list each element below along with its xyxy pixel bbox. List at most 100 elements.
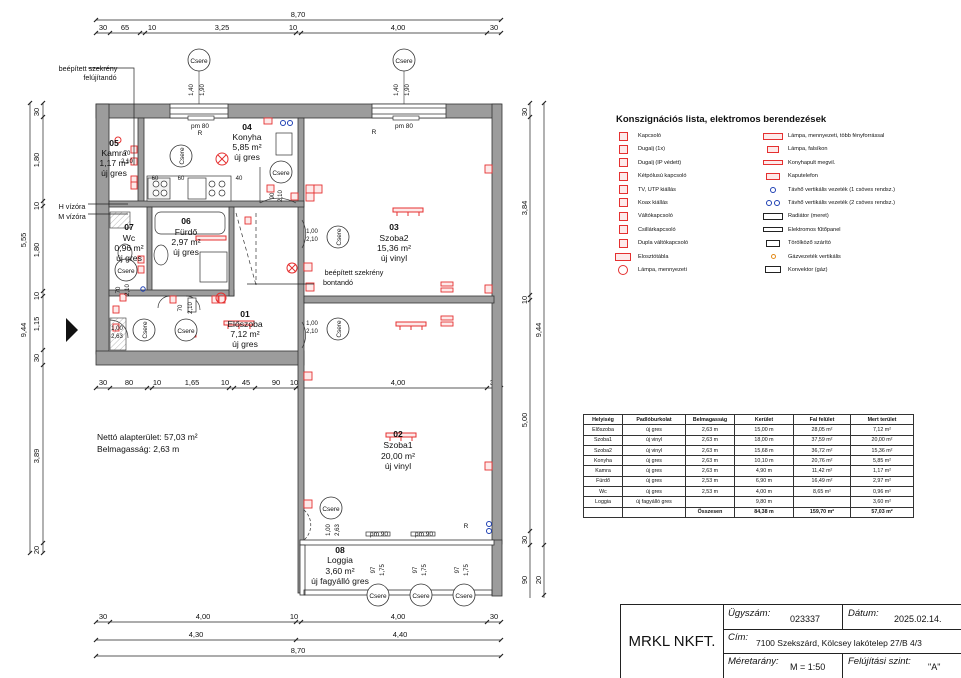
legend-label: Dugalj (1x): [638, 146, 666, 153]
legend-label: Lámpa, mennyezeti, több fényforrással: [788, 133, 885, 139]
table-cell: új gres: [622, 424, 686, 436]
csere-label: Csere: [455, 593, 473, 600]
table-cell: 7,12 m²: [850, 424, 914, 436]
table-cell: új fagyálló gres: [622, 496, 686, 508]
dim-mid-seg: 80: [125, 378, 133, 387]
multi-lamp-icon: [762, 132, 784, 141]
legend-item: Lámpa, falsíkon: [762, 144, 912, 154]
convector-icon: [762, 265, 784, 274]
table-cell: Szoba1: [583, 434, 623, 446]
dim-bottom-seg: 4,00: [391, 612, 406, 621]
col-header: Mert terület: [850, 413, 914, 426]
switch-icon: [612, 131, 634, 141]
dim-top-seg: 30: [99, 23, 107, 32]
table-cell: 2,63 m: [685, 434, 735, 446]
table-cell: 2,53 m: [685, 486, 735, 498]
legend-item: Elosztótábla: [612, 252, 762, 262]
table-cell: új gres: [622, 486, 686, 498]
renovation-level-value: "A": [928, 662, 941, 672]
room-floor: új gres: [173, 247, 199, 257]
legend-item: Lámpa, mennyezeti: [612, 264, 762, 275]
svg-text:2,10: 2,10: [278, 190, 284, 202]
dim-top-total: 8,70: [291, 10, 306, 19]
dim-left-seg: 1,80: [32, 153, 41, 168]
dim-bottom-total: 8,70: [291, 646, 306, 655]
dim-top-seg: 10: [289, 23, 297, 32]
dim-left-total: 9,44: [19, 323, 28, 338]
col-header: Kerület: [734, 413, 794, 426]
legend-label: Kapcsoló: [638, 133, 662, 139]
dim-right-seg: 90: [520, 576, 529, 584]
csere-marker: Csere: [319, 496, 343, 520]
lamp-bars: [195, 207, 427, 441]
csere-label: Csere: [336, 228, 343, 246]
legend-label: Lámpa, falsíkon: [788, 146, 828, 153]
dim-bottom-seg: 30: [99, 612, 107, 621]
table-cell: 18,00 m: [734, 434, 794, 446]
fixtures: [117, 132, 293, 313]
gas-pipe-icon: [762, 252, 784, 261]
room-number: 07: [124, 222, 134, 232]
table-cell: 57,03 m²: [850, 506, 914, 518]
table-cell: Wc: [583, 486, 623, 498]
svg-text:97: 97: [413, 566, 419, 573]
room-name: Fürdő: [175, 227, 198, 237]
csere-marker: Csere: [114, 258, 138, 282]
csere-label: Csere: [179, 147, 186, 165]
table-cell: Loggia: [583, 496, 623, 508]
room-floor: új vinyl: [385, 461, 411, 471]
leader-lines: [88, 67, 314, 285]
dim-bottom-total-1: 4,30: [189, 630, 204, 639]
svg-text:60: 60: [178, 176, 185, 182]
legend-label: Elektromos fűtőpanel: [788, 226, 841, 233]
csere-label: Csere: [190, 58, 208, 65]
legend-item: Dupla váltókapcsoló: [612, 238, 762, 248]
table-cell: új gres: [622, 465, 686, 477]
dim-top-seg: 65: [121, 23, 129, 32]
csere-marker: Csere: [326, 225, 350, 249]
room-number: 06: [181, 216, 191, 226]
case-label: Ügyszám:: [728, 608, 771, 619]
table-cell: [793, 496, 851, 508]
table-total-row: Összesen 84,38 m 159,70 m² 57,03 m²: [583, 506, 914, 518]
room-number: 01: [240, 309, 250, 319]
svg-text:97: 97: [455, 566, 461, 573]
m-vizora: M vízóra: [58, 212, 86, 221]
coax-icon: [612, 198, 634, 208]
table-cell: 84,38 m: [734, 506, 794, 518]
tv-utp-icon: [612, 185, 634, 195]
table-cell: 9,80 m: [734, 496, 794, 508]
dim-left-seg: 30: [32, 354, 41, 362]
table-cell: 6,90 m: [734, 475, 794, 488]
room-area: 5,85 m²: [232, 142, 261, 152]
pm-label: pm 90: [370, 531, 388, 538]
room-area: 1,17 m²: [99, 158, 128, 168]
dimension-texts-vertical: 9,44 30 1,80 10 1,80 10 1,15 30 3,89 20 …: [19, 108, 543, 584]
col-header: Belmagasság: [685, 413, 735, 426]
room-floor: új fagyálló gres: [311, 576, 369, 586]
table-cell: Kamra: [583, 465, 623, 477]
csere-label: Csere: [412, 593, 430, 600]
dim-bottom-seg: 30: [490, 612, 498, 621]
table-cell: 11,42 m²: [793, 465, 851, 477]
room-floor: új gres: [116, 253, 142, 263]
legend-label: TV, UTP kiállás: [638, 186, 676, 193]
table-cell: 37,59 m²: [793, 434, 851, 446]
entrance-arrow-icon: [66, 318, 78, 342]
table-cell: 5,85 m²: [850, 455, 914, 467]
room-floor: új gres: [234, 152, 260, 162]
table-cell: Szoba2: [583, 444, 623, 457]
dim-mid-seg: 4,00: [391, 378, 406, 387]
dim-mid-seg: 30: [99, 378, 107, 387]
legend-label: Kétpólusú kapcsoló: [638, 173, 687, 180]
svg-text:2,10: 2,10: [306, 329, 318, 335]
svg-text:1,40: 1,40: [189, 84, 195, 96]
legend-item: Kétpólusú kapcsoló: [612, 171, 762, 181]
heating-pipe-1-icon: [762, 185, 784, 194]
dimension-lines: [27, 17, 547, 659]
room-number: 08: [335, 545, 345, 555]
pm-label: pm 80: [395, 123, 413, 130]
district-heating-pipes: [140, 120, 492, 534]
svg-text:90: 90: [270, 192, 276, 199]
